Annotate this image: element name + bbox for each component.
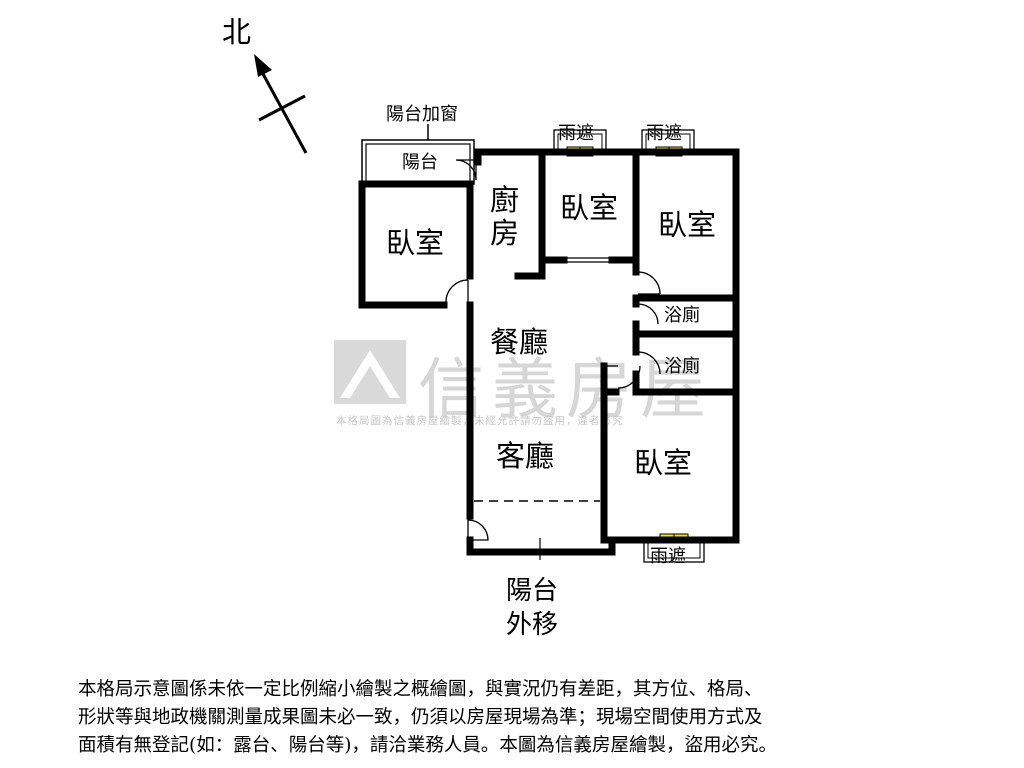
watermark-notice: 本格局圖為信義房屋繪製，未經允許請勿盜用，違者必究 — [336, 415, 624, 427]
living-label: 客廳 — [496, 439, 554, 473]
disclaimer: 本格局示意圖係未依一定比例縮小繪製之概繪圖，與實況仍有差距，其方位、格局、 形狀… — [78, 676, 958, 760]
kitchen-label-1: 廚 — [490, 183, 519, 217]
disclaimer-line-3: 面積有無登記(如：露台、陽台等)，請洽業務人員。本圖為信義房屋繪製，盜用必究。 — [78, 735, 777, 756]
dining-label: 餐廳 — [490, 325, 548, 359]
bath-1-label: 浴廁 — [664, 304, 700, 326]
awning-3-label: 雨遮 — [650, 546, 686, 567]
balcony-moved-label-1: 陽台 — [506, 576, 558, 606]
disclaimer-line-1: 本格局示意圖係未依一定比例縮小繪製之概繪圖，與實況仍有差距，其方位、格局、 — [78, 679, 763, 700]
kitchen-label-2: 房 — [490, 216, 519, 250]
bedroom-north1-label: 臥室 — [560, 191, 618, 225]
disclaimer-line-2: 形狀等與地政機關測量成果圖未必一致，仍須以房屋現場為準；現場空間使用方式及 — [78, 707, 763, 728]
bedroom-south-label: 臥室 — [634, 446, 692, 480]
north-arrow-icon — [254, 54, 308, 154]
awning-2-label: 雨遮 — [646, 123, 682, 144]
balcony-label: 陽台 — [402, 152, 438, 173]
bedroom-north2-label: 臥室 — [658, 208, 716, 242]
bath-2-label: 浴廁 — [664, 355, 700, 377]
awning-1-label: 雨遮 — [558, 123, 594, 144]
balcony-moved-label-2: 外移 — [506, 610, 558, 640]
floor-plan: 北 — [222, 15, 740, 640]
compass-north-label: 北 — [222, 15, 251, 49]
bedroom-west-label: 臥室 — [386, 226, 444, 260]
balcony-window-label: 陽台加窗 — [386, 104, 458, 125]
